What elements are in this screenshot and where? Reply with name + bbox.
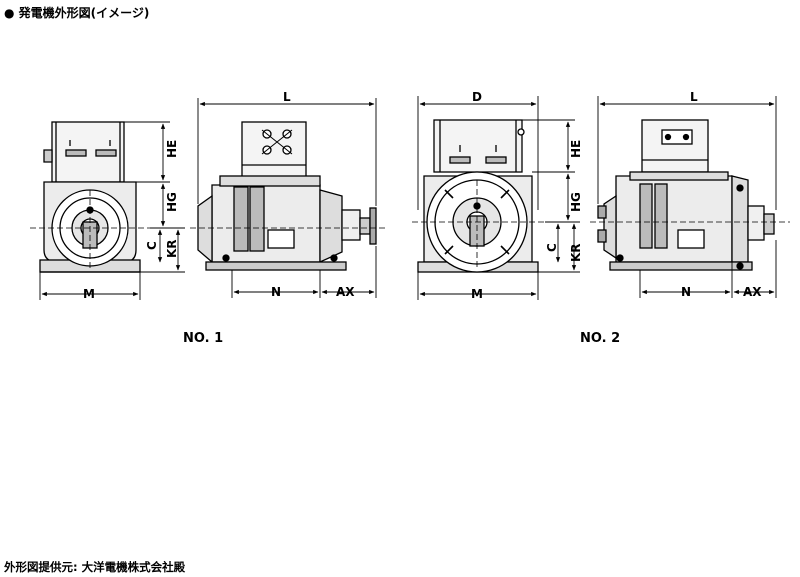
fig2-dim-n: N [681, 285, 691, 299]
fig1-dim-ax: AX [336, 285, 355, 299]
fig2-dim-m: M [471, 287, 483, 301]
fig2-dim-kr: KR [569, 243, 583, 262]
fig2-front-view [412, 119, 545, 273]
fig2-dim-d: D [472, 90, 482, 104]
fig2-dim-l: L [690, 90, 698, 104]
fig1-front-view [30, 121, 150, 273]
fig1-dim-kr: KR [165, 239, 179, 258]
fig1-side-dimensions [197, 98, 377, 298]
fig2-side-view [590, 119, 790, 271]
fig1-dim-hg: HG [165, 192, 179, 212]
fig2-front-dimensions [417, 96, 580, 300]
fig1-side-view [190, 121, 386, 271]
fig2-dim-c: C [545, 243, 559, 252]
fig2-side-dimensions [597, 96, 777, 298]
page-heading: ● 発電機外形図(イメージ) [4, 6, 150, 20]
fig2-label: NO. 2 [580, 331, 620, 346]
fig2-dim-he: HE [569, 140, 583, 158]
fig1-dim-m: M [83, 287, 95, 301]
fig1-dim-n: N [271, 285, 281, 299]
fig1-front-dimensions [39, 121, 185, 300]
fig1-dim-he: HE [165, 140, 179, 158]
fig2-dim-hg: HG [569, 192, 583, 212]
fig1-dim-c: C [145, 241, 159, 250]
fig2-dim-ax: AX [743, 285, 762, 299]
fig1-label: NO. 1 [183, 331, 223, 346]
fig1-dim-l: L [283, 90, 291, 104]
drawing-credit: 外形図提供元: 大洋電機株式会社殿 [4, 560, 186, 574]
